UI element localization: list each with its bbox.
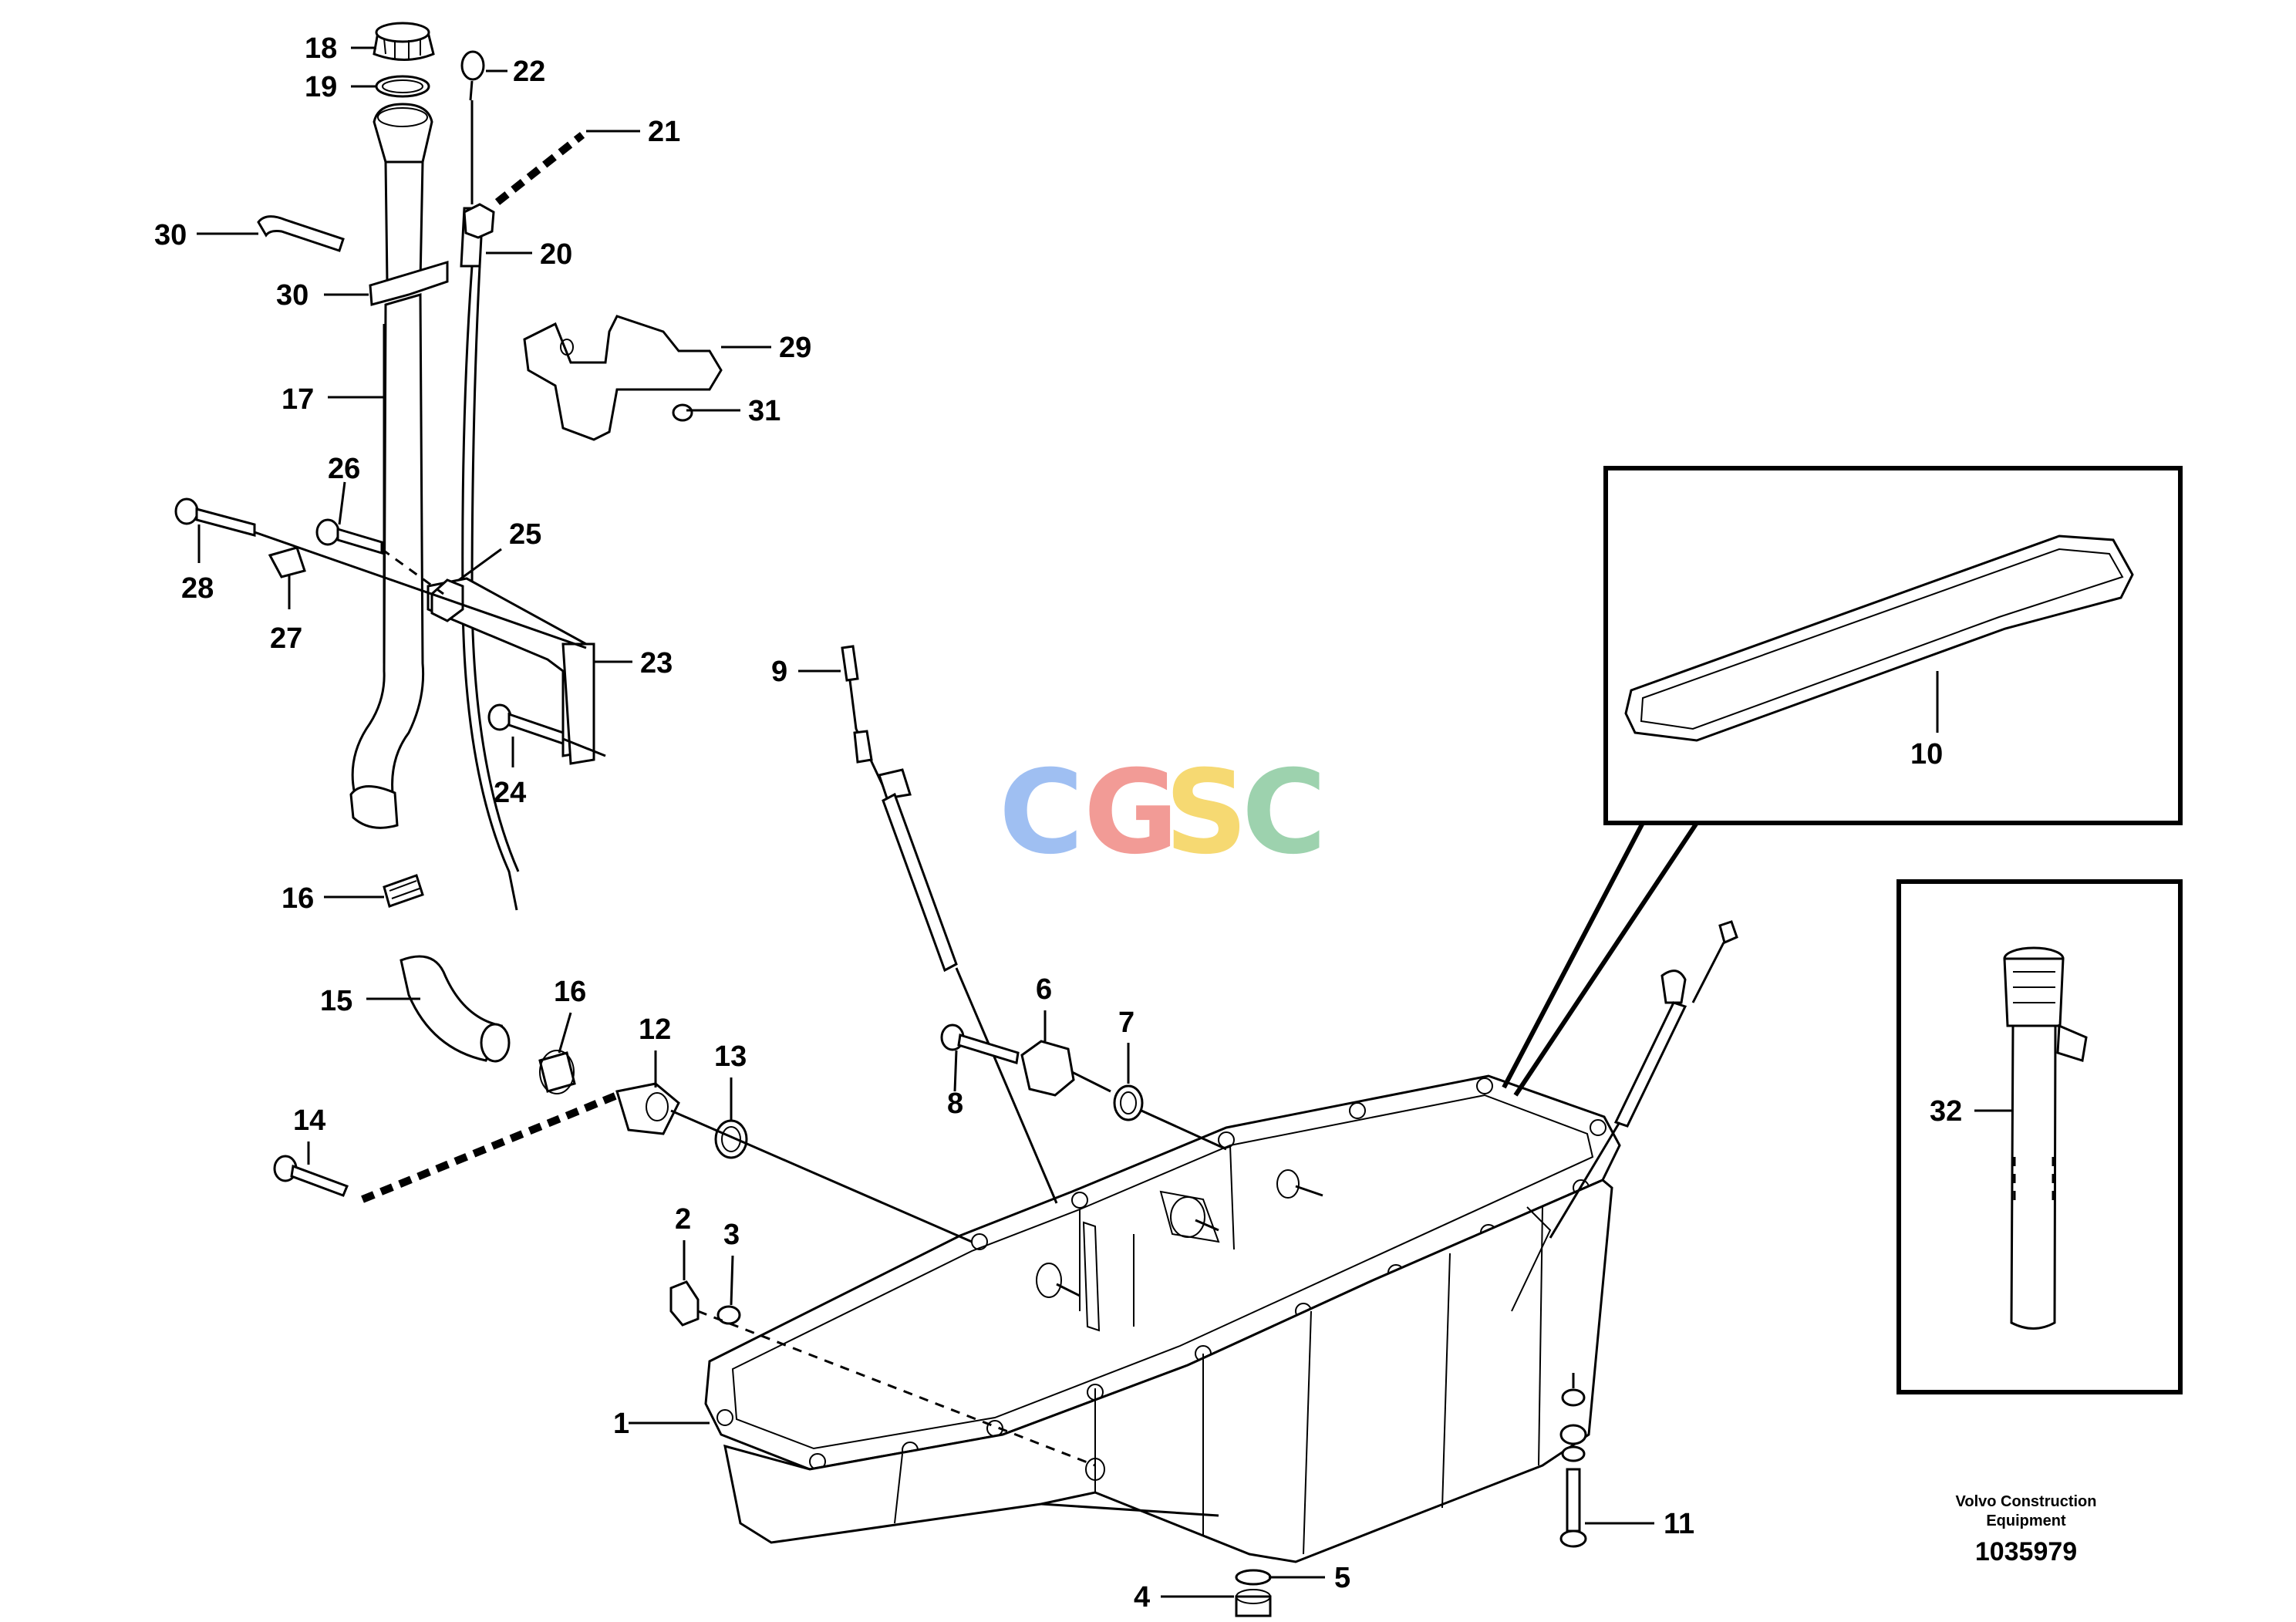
detail-box-gasket	[1502, 466, 2183, 1097]
callout-26: 26	[328, 453, 360, 485]
watermark: C G S C	[999, 746, 1327, 880]
callout-21: 21	[648, 116, 680, 148]
filler-tube	[349, 103, 449, 829]
callout-10: 10	[1910, 738, 1943, 771]
breather-parts	[940, 1023, 1227, 1151]
callout-24: 24	[494, 777, 526, 809]
callout-16-upper: 16	[282, 882, 314, 915]
callout-9: 9	[771, 656, 787, 688]
callout-11: 11	[1664, 1508, 1694, 1540]
hose-assembly	[273, 874, 973, 1243]
callout-1: 1	[613, 1408, 629, 1440]
callout-5: 5	[1334, 1562, 1350, 1594]
callout-14: 14	[293, 1104, 325, 1137]
drain-plugs	[669, 1280, 1272, 1617]
callout-15: 15	[320, 985, 352, 1017]
callout-3: 3	[723, 1219, 740, 1251]
watermark-letter-2: G	[1084, 746, 1178, 880]
drawing-number: 1035979	[1975, 1537, 2077, 1566]
callout-30-lower: 30	[276, 279, 308, 312]
callout-27: 27	[270, 622, 302, 655]
callout-2: 2	[675, 1203, 691, 1236]
callout-4: 4	[1134, 1581, 1150, 1614]
watermark-letter-4: C	[1242, 746, 1327, 880]
callout-28: 28	[181, 572, 214, 605]
filler-cap	[373, 22, 435, 61]
callout-20: 20	[540, 238, 572, 271]
detail-box-tube	[1896, 879, 2183, 1394]
watermark-letter-3: S	[1165, 746, 1248, 880]
callout-25: 25	[509, 518, 541, 551]
callout-17: 17	[282, 383, 314, 416]
lower-bracket	[174, 497, 606, 765]
callout-30-upper: 30	[154, 219, 187, 251]
upper-bracket	[257, 215, 723, 441]
callout-31: 31	[748, 395, 781, 427]
callout-19: 19	[305, 71, 337, 103]
callout-6: 6	[1036, 973, 1052, 1006]
callout-7: 7	[1118, 1007, 1135, 1039]
callout-12: 12	[639, 1013, 671, 1046]
footer: Volvo Construction Equipment 1035979	[1956, 1493, 2097, 1566]
callout-29: 29	[779, 332, 811, 364]
callout-22: 22	[513, 56, 545, 88]
callout-13: 13	[714, 1040, 747, 1073]
oil-pan	[704, 1074, 1621, 1563]
side-dipstick	[1549, 920, 1738, 1548]
company-name-line1: Volvo Construction	[1956, 1493, 2097, 1510]
company-name-line2: Equipment	[1986, 1512, 2066, 1529]
filler-cap-seal	[375, 75, 430, 98]
callout-32: 32	[1930, 1095, 1962, 1128]
callout-16-lower: 16	[554, 976, 586, 1008]
leader-lines	[197, 46, 2011, 1598]
callout-labels: 18 19 22 21 30 20 30 29 17 31 26 25 28 2…	[154, 32, 1962, 1614]
callout-23: 23	[640, 647, 673, 679]
callout-8: 8	[947, 1088, 963, 1120]
dipstick-9	[841, 645, 1058, 1204]
callout-18: 18	[305, 32, 337, 65]
watermark-letter-1: C	[999, 746, 1084, 880]
